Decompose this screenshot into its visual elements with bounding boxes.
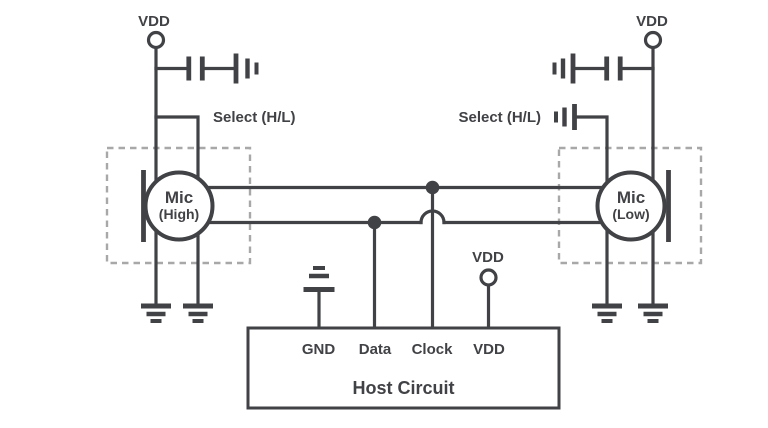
capacitor-icon [604,56,623,81]
host-pin-clock: Clock [412,341,454,358]
right-select-label: Select (H/L) [458,109,541,126]
vdd-terminal-icon [643,30,663,50]
right-mic-dashed-box [557,146,703,265]
junction-dot-icon [367,215,382,230]
right-vdd-label: VDD [636,13,668,30]
right-mic-name: Mic [617,188,645,207]
right-select-wire [575,115,609,307]
ground-side-icon [233,53,259,84]
ground-icon [183,306,213,321]
ground-icon [638,306,668,321]
host-pin-gnd: GND [302,341,336,358]
bus-wires [177,180,633,330]
left-select-label: Select (H/L) [213,109,296,126]
left-vdd-label: VDD [138,13,170,30]
host-circuit-box [246,326,561,410]
host-pin-data: Data [359,341,392,358]
vdd-terminal-icon [146,30,166,50]
left-select-wire [154,115,200,307]
host-pin-vdd: VDD [473,341,505,358]
ground-side-icon [554,104,577,130]
right-mic-variant: (Low) [612,206,649,222]
ground-icon [141,306,171,321]
host-circuit-section [246,266,561,410]
left-mic-dashed-box [105,146,252,265]
left-mic-section [146,30,259,307]
ground-up-icon [303,266,335,292]
right-mic-section [552,30,663,307]
host-circuit-title: Host Circuit [352,378,454,398]
junction-dot-icon [425,180,440,195]
right-mic-circle [595,170,667,242]
ground-icon [592,306,622,321]
capacitor-icon [186,56,205,81]
ground-side-icon [552,53,576,84]
host-vdd-label: VDD [472,249,504,266]
left-mic-name: Mic [165,188,193,207]
vdd-terminal-icon [479,268,498,287]
left-mic-variant: (High) [159,206,199,222]
